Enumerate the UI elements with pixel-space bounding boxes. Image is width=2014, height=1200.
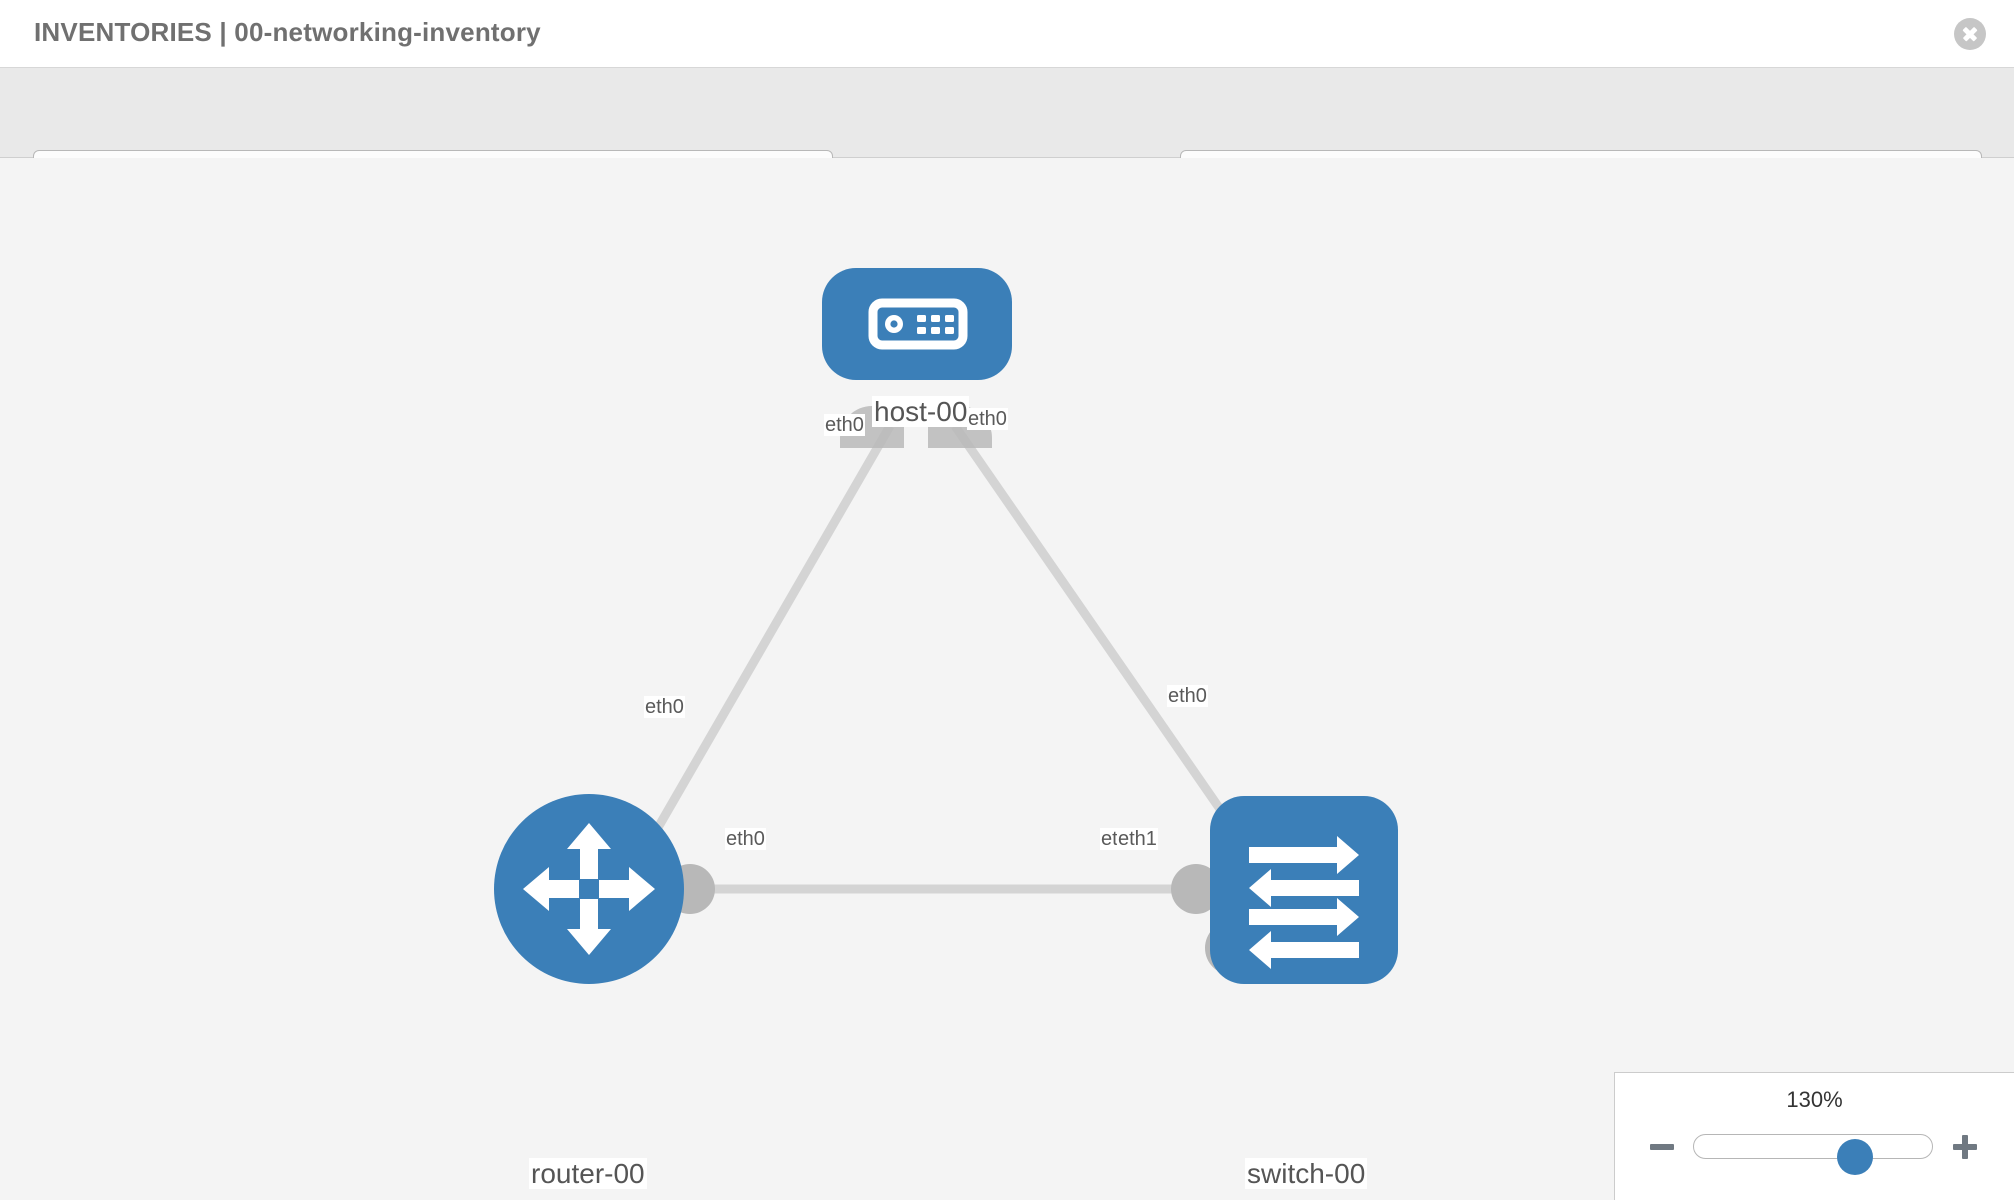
switch-arrows-icon xyxy=(1249,836,1359,969)
zoom-out-button[interactable] xyxy=(1648,1133,1676,1161)
node-router-00 xyxy=(494,794,684,984)
zoom-slider-row xyxy=(1615,1125,2014,1175)
window-titlebar: INVENTORIES | 00-networking-inventory xyxy=(0,0,2014,68)
node-label-host-00: host-00 xyxy=(872,396,970,428)
server-icon xyxy=(868,298,968,350)
iface-label-switch-left: eth1 xyxy=(1117,828,1158,850)
iface-label-router-right: eth0 xyxy=(725,828,766,850)
zoom-in-button[interactable] xyxy=(1951,1133,1979,1161)
zoom-level-value: 130% xyxy=(1786,1087,1843,1112)
node-label-switch-00: switch-00 xyxy=(1245,1158,1368,1190)
iface-label-router-up: eth0 xyxy=(644,696,685,718)
close-icon[interactable] xyxy=(1954,18,1986,50)
page-title: INVENTORIES | 00-networking-inventory xyxy=(34,17,541,47)
link-group xyxy=(648,423,1245,894)
node-switch-00 xyxy=(1210,796,1398,984)
zoom-slider-track[interactable] xyxy=(1693,1134,1933,1175)
zoom-slider-handle[interactable] xyxy=(1837,1139,1873,1175)
toolbar: ACTIONS SEARCH xyxy=(0,68,2014,202)
router-arrows-icon xyxy=(523,823,655,955)
node-label-router-00: router-00 xyxy=(529,1158,647,1190)
node-host-00 xyxy=(822,268,1012,380)
iface-label-switch-up: eth0 xyxy=(1167,685,1208,707)
connector-switch-left xyxy=(1171,864,1221,914)
topology-graph xyxy=(494,268,1398,984)
topology-canvas[interactable]: host-00 router-00 switch-00 eth0 eth0 et… xyxy=(0,158,2014,1200)
link-router-host xyxy=(648,423,894,841)
iface-label-host-right: eth0 xyxy=(967,408,1008,430)
server-grid-dots xyxy=(917,315,954,334)
zoom-control-panel: 130% xyxy=(1614,1072,2014,1200)
link-host-switch xyxy=(951,423,1244,841)
iface-label-host-left: eth0 xyxy=(824,414,865,436)
